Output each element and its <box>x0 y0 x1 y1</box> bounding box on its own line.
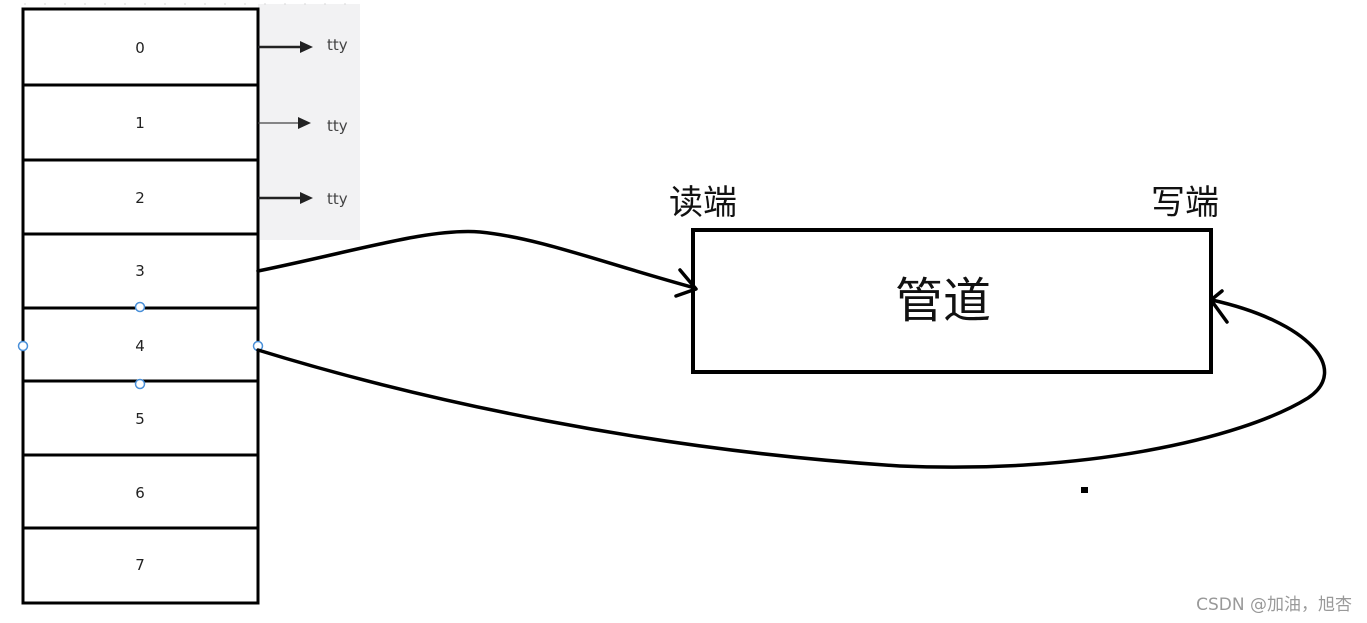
tty-arrowhead-0 <box>300 41 313 53</box>
watermark: CSDN @加油，旭杏 <box>1196 595 1352 615</box>
write-end-label: 写端 <box>1151 183 1219 223</box>
fd-table-frame <box>21 7 260 605</box>
fd-slot-1: 1 <box>135 114 145 132</box>
tty-label-2: tty <box>327 190 348 208</box>
fd-slot-6: 6 <box>135 484 145 502</box>
tty-panel <box>258 4 360 240</box>
fd4-to-write-end-curve <box>256 298 1327 469</box>
fd-slot-3: 3 <box>135 262 145 280</box>
tty-arrowhead-1 <box>298 117 311 129</box>
fd-table: 0 1 2 3 4 5 6 7 <box>21 7 260 605</box>
fd-slot-7: 7 <box>135 556 145 574</box>
selection-handle-top[interactable] <box>134 301 146 313</box>
connectors <box>256 229 1327 469</box>
tty-label-1: tty <box>327 117 348 135</box>
fd3-to-read-end-curve <box>256 229 697 290</box>
fd3-read-end-arrowhead <box>674 268 698 298</box>
fd-slot-5: 5 <box>135 410 145 428</box>
read-end-label: 读端 <box>669 183 737 223</box>
stray-dot <box>1081 487 1088 493</box>
pipe: 管道 读端 写端 <box>669 183 1219 374</box>
pipe-label: 管道 <box>895 273 991 329</box>
fd-slot-0: 0 <box>135 39 145 57</box>
fd-slot-4: 4 <box>135 337 145 355</box>
tty-arrowhead-2 <box>300 192 313 204</box>
fd4-write-end-arrowhead <box>1209 289 1229 324</box>
selection-handle-left[interactable] <box>17 340 29 352</box>
selection-handle-bottom[interactable] <box>134 378 146 390</box>
fd-slot-2: 2 <box>135 189 145 207</box>
tty-arrows: tty tty tty <box>258 36 348 208</box>
tty-label-0: tty <box>327 36 348 54</box>
